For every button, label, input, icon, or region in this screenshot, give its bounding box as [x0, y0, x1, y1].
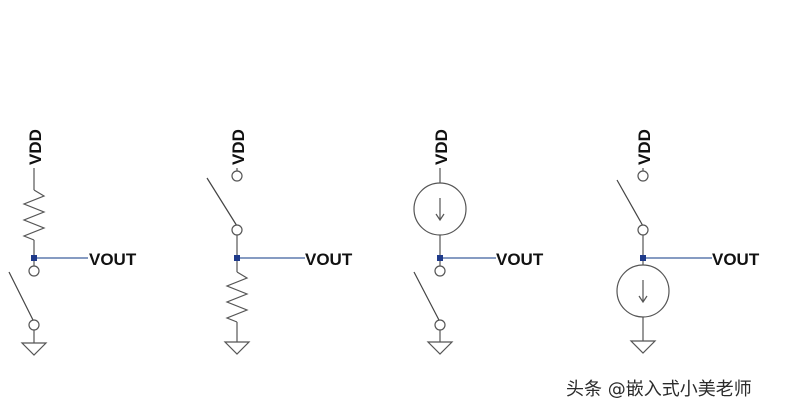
- arrow-down-icon: [638, 280, 648, 304]
- output-node: [31, 255, 37, 261]
- vout-label: VOUT: [712, 250, 760, 269]
- circuit-resistor-pulldown: VDD VOUT: [206, 129, 353, 355]
- resistor-symbol: [22, 189, 46, 241]
- circuit-current-source-pulldown: VDD VOUT: [616, 129, 760, 354]
- vdd-label: VDD: [229, 129, 248, 165]
- vdd-label: VDD: [26, 129, 45, 165]
- vdd-label: VDD: [635, 129, 654, 165]
- ground-symbol: [629, 340, 657, 354]
- vout-label: VOUT: [305, 250, 353, 269]
- output-node: [437, 255, 443, 261]
- vout-label: VOUT: [89, 250, 137, 269]
- watermark-text: 头条 @嵌入式小美老师: [566, 379, 752, 400]
- switch-contact-top: [28, 265, 40, 277]
- switch-blade: [616, 179, 644, 227]
- circuit-current-source-pullup: VDD VOUT: [413, 129, 544, 355]
- switch-contact-top: [434, 265, 446, 277]
- ground-symbol: [20, 342, 48, 356]
- switch-contact-bottom: [28, 319, 40, 331]
- ground-symbol: [223, 341, 251, 355]
- circuit-resistor-pullup: VDD VOUT: [8, 129, 137, 356]
- output-node: [640, 255, 646, 261]
- switch-blade: [413, 271, 441, 323]
- switch-contact-top: [637, 170, 649, 182]
- vdd-label: VDD: [432, 129, 451, 165]
- ground-symbol: [426, 341, 454, 355]
- switch-blade: [206, 177, 238, 227]
- switch-contact-bottom: [637, 224, 649, 236]
- switch-contact-bottom: [231, 224, 243, 236]
- switch-contact-top: [231, 170, 243, 182]
- switch-contact-bottom: [434, 319, 446, 331]
- arrow-down-icon: [435, 198, 445, 222]
- resistor-symbol: [225, 271, 249, 323]
- output-node: [234, 255, 240, 261]
- switch-blade: [8, 271, 35, 323]
- vout-label: VOUT: [496, 250, 544, 269]
